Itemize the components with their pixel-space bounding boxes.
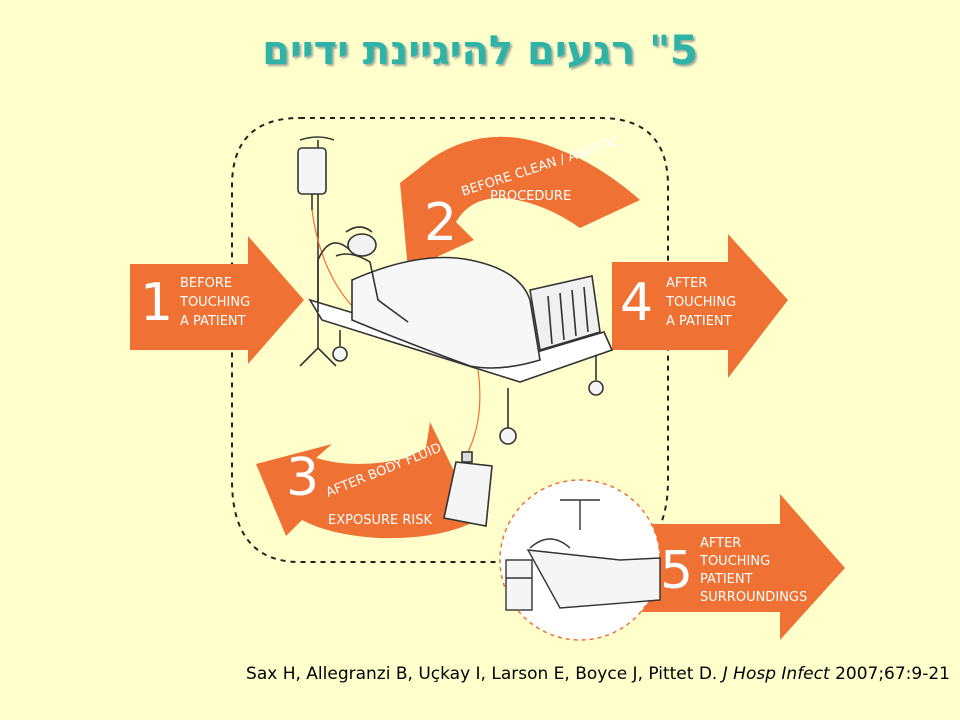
citation-journal: J Hosp Infect [722,664,830,684]
moment-2-number: 2 [424,193,457,253]
moment-4-label-line3: A PATIENT [666,314,732,329]
moment-4-arrow: 4 AFTER TOUCHING A PATIENT [612,234,788,378]
slide-title: 5" רגעים להיגיינת ידיים [262,28,698,74]
moment-1-label-line3: A PATIENT [180,314,246,329]
moment-5-arrow: 5 AFTER TOUCHING PATIENT SURROUNDINGS [630,494,845,640]
moment-5-label-line4: SURROUNDINGS [700,590,807,605]
moment-4-label-line1: AFTER [666,276,707,291]
citation-authors: Sax H, Allegranzi B, Uçkay I, Larson E, … [246,664,718,684]
moment-5-number: 5 [660,541,693,601]
moment-3-number: 3 [286,448,319,508]
citation: Sax H, Allegranzi B, Uçkay I, Larson E, … [0,664,950,684]
bed-with-patient-illustration [308,226,614,457]
moment-4-label-line2: TOUCHING [665,295,736,310]
moment-1-label-line1: BEFORE [180,276,232,291]
patient-zone-boundary [231,117,669,563]
moment-1-label-line2: TOUCHING [179,295,250,310]
moment-3-label-line2: EXPOSURE RISK [328,513,432,528]
moment-3-arrow: 3 AFTER BODY FLUID EXPOSURE RISK [256,422,478,539]
moment-5-label-line2: TOUCHING [699,554,770,569]
citation-details: 2007;67:9-21 [835,664,950,684]
moment-2-arrow: 2 BEFORE CLEAN / ASEPTIC PROCEDURE [400,134,640,270]
moment-1-number: 1 [140,273,173,333]
moment-5-label-line3: PATIENT [700,572,753,587]
drainage-bag-illustration [443,451,493,527]
moment-4-number: 4 [620,273,653,333]
moment-2-label-line2: PROCEDURE [490,189,571,204]
patient-surroundings-inset [499,479,661,641]
moment-1-arrow: 1 BEFORE TOUCHING A PATIENT [130,236,304,364]
moment-5-label-line1: AFTER [700,536,741,551]
